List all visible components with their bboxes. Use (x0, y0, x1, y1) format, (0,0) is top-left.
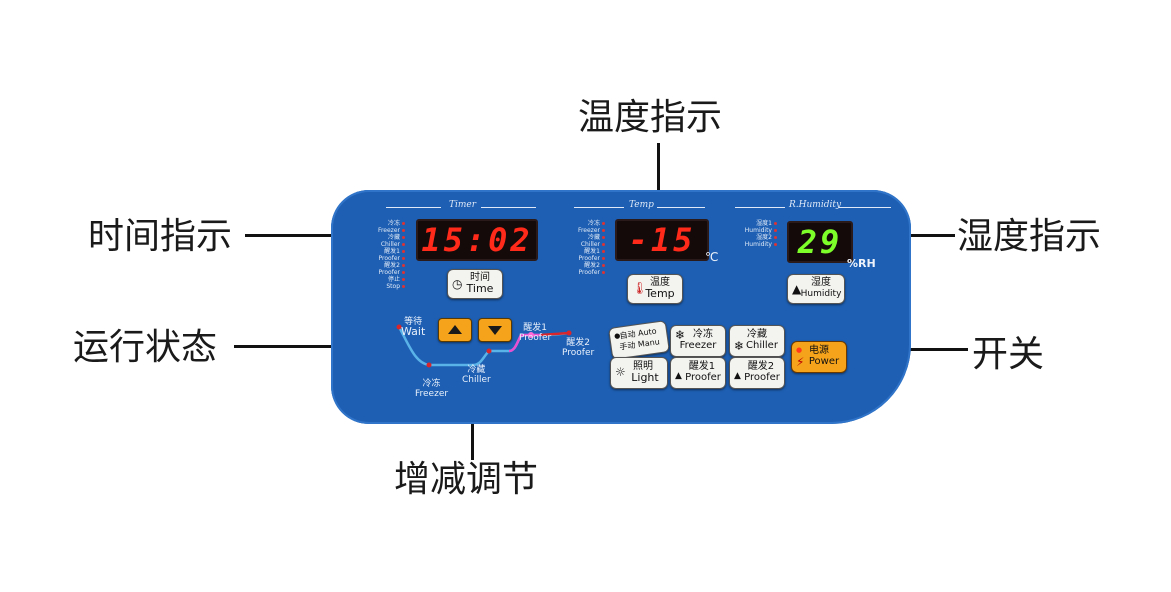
callout-time-indicator: 时间指示 (88, 216, 233, 257)
timer-title-line-right (481, 207, 536, 208)
callout-run-status: 运行状态 (73, 327, 218, 368)
proofer2-button[interactable]: ▲ 醒发2 Proofer (729, 357, 785, 389)
timer-mode-labels: 冷冻 Freezer 冷藏 Chiller 醒发1 Proofer 醒发2 Pr… (361, 220, 405, 290)
temp-unit: ℃ (705, 250, 719, 264)
humidity-title: R.Humidity (789, 200, 842, 210)
time-button[interactable]: ◷ 时间 Time (447, 269, 503, 299)
leader-time (245, 234, 415, 237)
lightning-icon: ⚡ (796, 355, 805, 369)
status-curve (396, 324, 572, 368)
timer-title: Timer (449, 200, 477, 210)
humidity-display: 29 (787, 221, 853, 263)
clock-icon: ◷ (452, 277, 463, 291)
light-bulb-icon: ☼ (615, 365, 626, 379)
temp-display: -15 (615, 219, 709, 261)
callout-temp-indicator: 温度指示 (578, 97, 723, 138)
temp-title-line-left (574, 207, 624, 208)
leader-status (234, 345, 404, 348)
decrease-button[interactable] (478, 318, 512, 342)
snowflake-icon: ❄ (734, 339, 745, 353)
auto-manual-button[interactable]: ● 自动 Auto 手动 Manu (608, 320, 670, 360)
temp-mode-labels: 冷冻 Freezer 冷藏 Chiller 醒发1 Proofer 醒发2 Pr… (563, 220, 605, 276)
humidity-mode-labels: 湿度1 Humidity 湿度2 Humidity (739, 220, 777, 248)
chiller-button[interactable]: ❄ 冷藏 Chiller (729, 325, 785, 357)
humidity-button[interactable]: ▲ 湿度 Humidity (787, 274, 845, 304)
arrow-down-icon (488, 326, 502, 335)
snowflake-icon: ❄ (675, 328, 686, 342)
bread-icon: ▲ (734, 371, 741, 381)
arrow-up-icon (448, 325, 462, 334)
callout-switch: 开关 (972, 334, 1045, 375)
humidity-title-line-right (839, 207, 891, 208)
indicator-dot-icon: ● (796, 346, 803, 354)
bread-icon: ▲ (675, 371, 682, 381)
freezer-button[interactable]: ❄ 冷冻 Freezer (670, 325, 726, 357)
proofer1-button[interactable]: ▲ 醒发1 Proofer (670, 357, 726, 389)
leader-temp (657, 143, 660, 203)
thermometer-icon: 🌡 (632, 281, 648, 295)
timer-title-line-left (386, 207, 441, 208)
callout-adjust: 增减调节 (394, 459, 539, 500)
light-button[interactable]: ☼ 照明 Light (610, 357, 668, 389)
leader-switch (864, 348, 968, 351)
power-button[interactable]: ● ⚡ 电源 Power (791, 341, 847, 373)
humidity-unit: %RH (847, 257, 876, 270)
timer-display: 15:02 (416, 219, 538, 261)
callout-humidity-indicator: 湿度指示 (957, 216, 1102, 257)
temp-title: Temp (629, 200, 654, 210)
humidity-icon: ▲ (792, 282, 802, 296)
humidity-title-line-left (735, 207, 785, 208)
increase-button[interactable] (438, 318, 472, 342)
temp-title-line-right (657, 207, 705, 208)
control-panel: Timer Temp R.Humidity 冷冻 Freezer 冷藏 Chil… (331, 190, 911, 424)
temp-button[interactable]: 🌡 温度 Temp (627, 274, 683, 304)
